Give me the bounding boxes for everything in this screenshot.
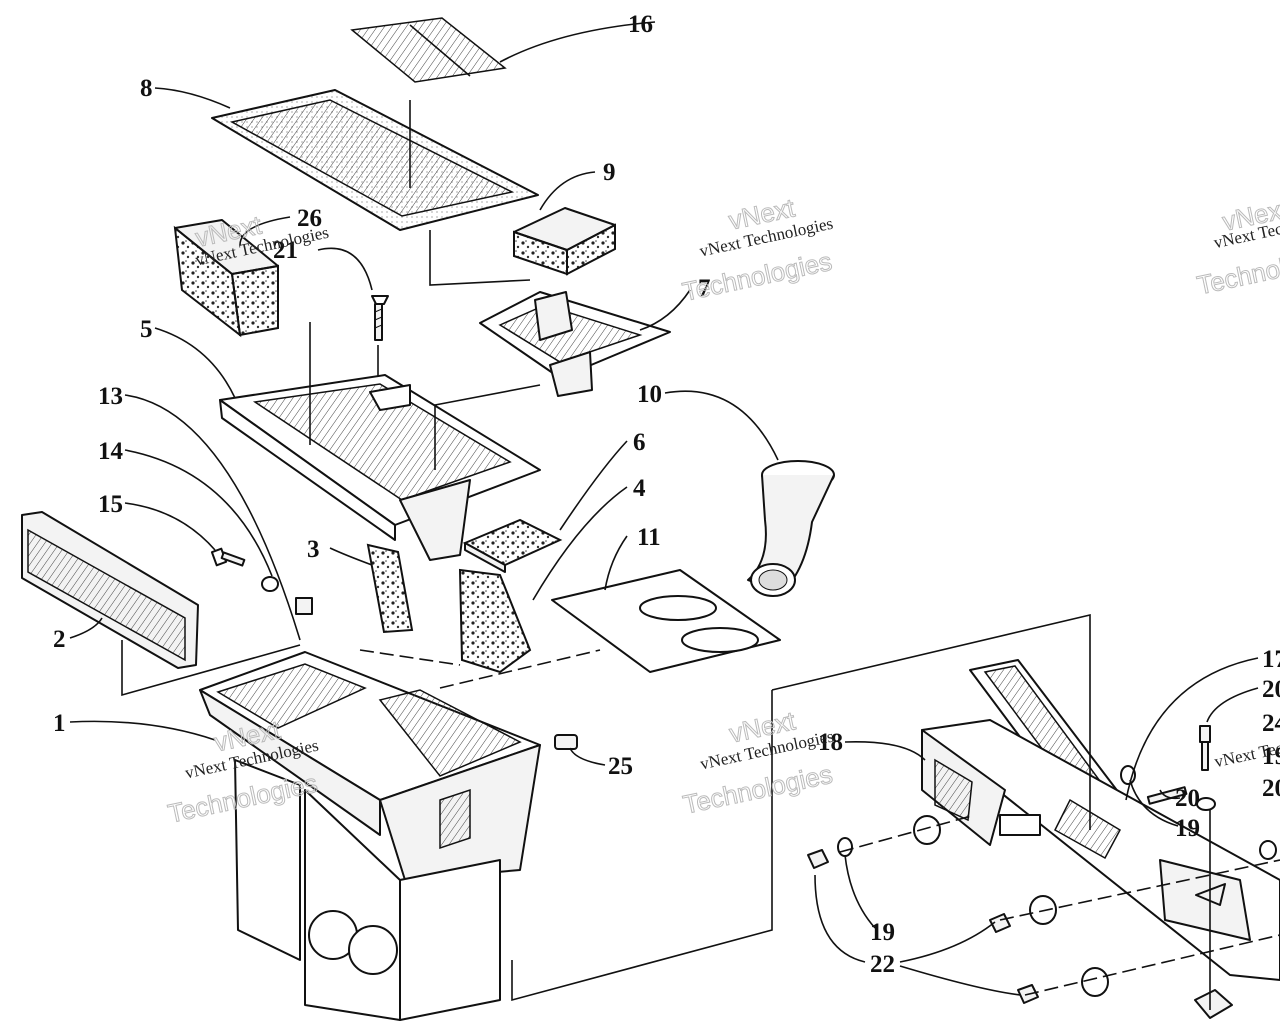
part-1-airbox <box>199 651 541 1021</box>
part-15-bolt <box>210 547 246 567</box>
part-21-screw <box>371 295 389 380</box>
part-8-frame <box>211 89 539 231</box>
callout-24: 24 <box>1262 710 1280 737</box>
watermark-5-tech: Technologies <box>1194 239 1280 300</box>
callout-13: 13 <box>98 383 123 410</box>
callout-26: 26 <box>297 205 322 232</box>
callout-1: 1 <box>53 710 66 737</box>
part-4-foam-sheet <box>458 568 532 674</box>
part-25-plug <box>554 734 578 750</box>
part-10-elbow-duct <box>747 460 835 597</box>
callout-21: 21 <box>273 237 298 264</box>
callout-8: 8 <box>140 75 153 102</box>
part-5-upper-tray <box>219 374 541 561</box>
leader-lines <box>69 21 1280 1010</box>
callout-18: 18 <box>818 729 843 756</box>
callout-14: 14 <box>98 438 124 465</box>
callout-20-top: 20 <box>1262 676 1280 703</box>
watermark-5: vNext vNext Technologies Technologies <box>1194 193 1280 301</box>
callout-10: 10 <box>637 381 662 408</box>
part-3-foam-sheet <box>366 543 414 634</box>
callout-25: 25 <box>608 753 633 780</box>
part-7-intake-tray <box>479 291 671 397</box>
part-2-side-panel <box>21 511 199 669</box>
callout-2: 2 <box>53 626 66 653</box>
watermark-3: vNext vNext Technologies Technologies <box>680 705 836 820</box>
part-18-rail <box>921 719 1280 981</box>
callout-7: 7 <box>698 275 711 302</box>
callout-15: 15 <box>98 491 123 518</box>
watermark-2: vNext vNext Technologies Technologies <box>679 192 835 307</box>
callout-20-right: 20 <box>1262 775 1280 802</box>
callout-4: 4 <box>633 475 646 502</box>
part-16-screen <box>350 17 507 83</box>
part-11-base-plate <box>551 569 781 673</box>
part-26-box <box>173 219 279 338</box>
callout-labels: 16 8 9 26 21 7 5 13 10 6 14 4 15 11 3 2 … <box>53 11 1280 978</box>
callout-5: 5 <box>140 316 153 343</box>
callout-16: 16 <box>628 11 653 38</box>
callout-9: 9 <box>603 159 616 186</box>
callout-19-mid: 19 <box>1175 815 1200 842</box>
callout-17: 17 <box>1262 646 1280 673</box>
part-9-foam-block <box>513 207 616 276</box>
callout-19-right: 19 <box>1262 743 1280 770</box>
callout-22: 22 <box>870 951 895 978</box>
callout-3: 3 <box>307 536 320 563</box>
callout-6: 6 <box>633 429 646 456</box>
part-14-washer <box>261 576 279 592</box>
part-13-spacer <box>295 597 313 615</box>
callout-11: 11 <box>637 524 661 551</box>
part-6-foam-pad <box>462 518 563 573</box>
callout-19-bottom: 19 <box>870 919 895 946</box>
callout-20-mid: 20 <box>1175 785 1200 812</box>
